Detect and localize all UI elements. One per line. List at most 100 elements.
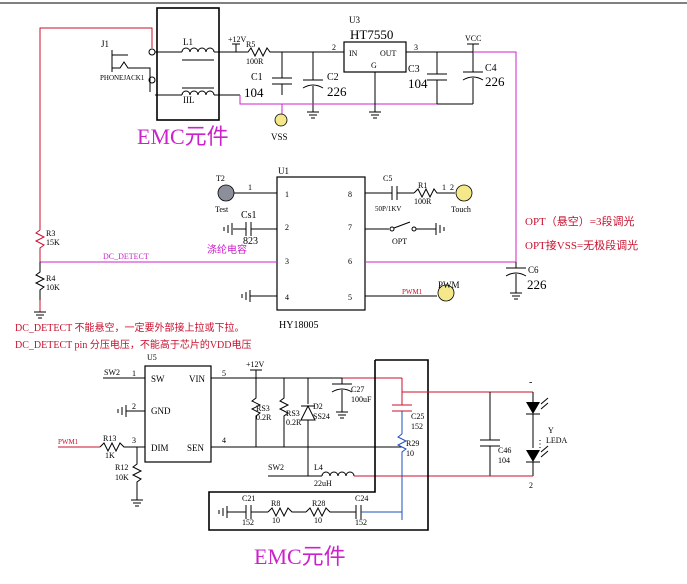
touch-label: Touch (451, 205, 471, 214)
c24-ref: C24 (355, 494, 368, 503)
r3-value: 15K (46, 238, 60, 247)
l4-value: 22uH (314, 479, 332, 488)
sw2-left-net: SW2 (103, 368, 145, 379)
rs3b-resistor: RS3 0.2R (278, 378, 302, 447)
dc-detect-label: DC_DETECT (103, 252, 149, 261)
u3-pin3: 3 (414, 43, 418, 52)
u3-ref: U3 (349, 15, 360, 25)
u1-ref: U1 (278, 166, 289, 176)
c21-ref: C21 (242, 494, 255, 503)
c46-value: 104 (498, 456, 510, 465)
rs3b-ref: RS3 (286, 409, 300, 418)
r13-value: 1K (105, 451, 115, 460)
u3-pin2: 2 (332, 43, 336, 52)
svg-text:8: 8 (348, 190, 352, 199)
c6-ref: C6 (528, 265, 539, 275)
r8-value: 10 (272, 516, 280, 525)
c4-ref: C4 (485, 63, 497, 74)
j1-part: PHONEJACK1 (100, 74, 145, 82)
c1-capacitor: C1 104 (244, 52, 292, 100)
u3-pin-gnd: G (371, 61, 377, 70)
r12-ref: R12 (115, 463, 128, 472)
ground-c2 (307, 111, 319, 119)
svg-text:2: 2 (132, 402, 136, 411)
svg-text:3: 3 (132, 436, 136, 445)
r3-ref: R3 (46, 229, 55, 238)
j1-ref: J1 (101, 39, 109, 49)
rs3-ref: RS3 (256, 404, 270, 413)
svg-text:6: 6 (348, 257, 352, 266)
r1-value: 100R (414, 197, 432, 206)
r1-resistor: R1 100R (413, 181, 455, 206)
c3-capacitor: C3 104 (408, 52, 447, 104)
c27-ref: C27 (351, 385, 364, 394)
c21-value: 152 (242, 518, 254, 527)
cs1-capacitor: Cs1 823 涤纶电容 (207, 210, 277, 256)
plus12v-top: +12V (228, 35, 247, 52)
emc-box-top (156, 7, 220, 121)
led-dots: ⋮ (535, 439, 545, 450)
t2-label: Test (215, 205, 229, 214)
r12-value: 10K (115, 473, 129, 482)
svg-text:1: 1 (442, 183, 446, 192)
c3-ref: C3 (408, 64, 420, 75)
u5-pin-sw: SW (151, 374, 165, 384)
d2-value: SS24 (313, 412, 330, 421)
svg-text:5: 5 (222, 369, 226, 378)
r29-ref: R29 (406, 439, 419, 448)
led-pin2: 2 (529, 481, 533, 490)
c6-capacitor: C6 226 (365, 261, 547, 300)
l4-inductor: SW2 L4 22uH (268, 463, 470, 488)
r4-ref: R4 (46, 274, 55, 283)
svg-text:3: 3 (285, 257, 289, 266)
u5-pin-sen: SEN (187, 443, 205, 453)
u5-pin-dim: DIM (151, 443, 169, 453)
l1-ref: L1 (183, 37, 193, 47)
u5-pin-gnd: GND (151, 406, 171, 416)
dc-note-1: DC_DETECT 不能悬空，一定要外部接上拉或下拉。 (15, 321, 245, 334)
svg-text:4: 4 (222, 436, 226, 445)
c25-value: 152 (411, 422, 423, 431)
u3-pin-out: OUT (380, 49, 397, 58)
j1-phone-jack: J1 PHONEJACK1 (100, 39, 156, 92)
vcc-label: VCC (465, 34, 481, 43)
r28-ref: R28 (312, 499, 325, 508)
c5-ref: C5 (383, 174, 392, 183)
vcc-rail (473, 51, 517, 262)
pwm-pad-label: PWM (438, 280, 460, 290)
cs1-note: 涤纶电容 (207, 243, 247, 256)
c4-capacitor: C4 226 (437, 52, 505, 105)
c6-value: 226 (527, 277, 547, 292)
pwm-output: PWM1 PWM (365, 280, 460, 302)
cs1-value: 823 (243, 236, 258, 247)
r28-value: 10 (314, 516, 322, 525)
c2-capacitor: C2 226 (302, 52, 347, 112)
c46-ref: C46 (498, 446, 511, 455)
c27-capacitor: C27 100uF (331, 378, 372, 419)
l1b-ref: IIL (183, 95, 195, 105)
c25-ref: C25 (411, 412, 424, 421)
pwm1-bottom-label: PWM1 (58, 438, 79, 446)
u3-regulator: U3 HT7550 IN OUT G 2 3 (330, 15, 473, 119)
r1-ref: R1 (418, 181, 427, 190)
c4-value: 226 (485, 74, 505, 89)
svg-text:4: 4 (285, 293, 289, 302)
t2-ref: T2 (216, 174, 225, 183)
rs3b-value: 0.2R (286, 418, 302, 427)
vcc-tag: VCC (465, 34, 481, 52)
sw2-left-label: SW2 (104, 368, 120, 377)
u5-driver: U5 SW GND DIM VIN SEN 1 2 3 5 4 (132, 353, 226, 463)
svg-text:2: 2 (285, 223, 289, 232)
opt-note-2: OPT接VSS=无极段调光 (525, 238, 638, 252)
r29-value: 10 (406, 449, 414, 458)
svg-text:5: 5 (348, 293, 352, 302)
c25-capacitor: C25 152 (392, 404, 424, 434)
c2-ref: C2 (327, 72, 339, 83)
vss-pad: VSS (271, 113, 288, 142)
r4-value: 10K (46, 283, 60, 292)
svg-text:1: 1 (285, 190, 289, 199)
svg-text:1: 1 (132, 369, 136, 378)
r3-resistor: R3 15K (34, 229, 60, 262)
emc-snubber-chain: C21 152 R8 10 R28 10 C24 152 (218, 494, 402, 527)
